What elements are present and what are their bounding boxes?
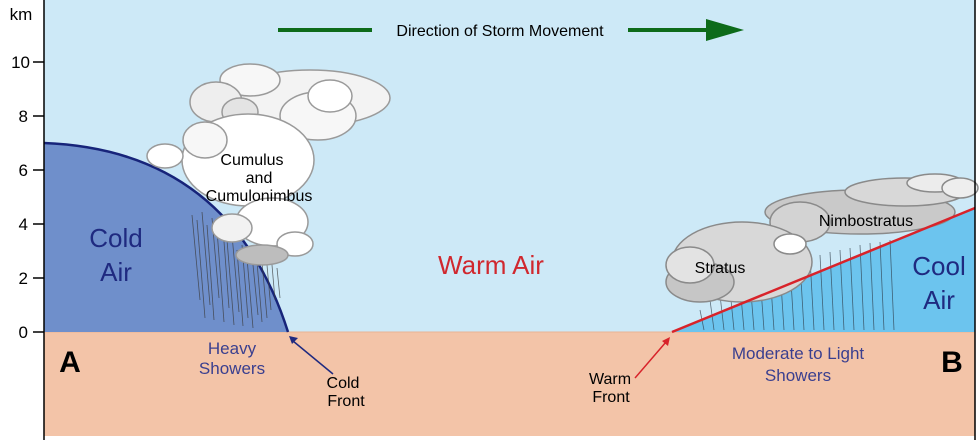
y-tick-6: 6 (19, 161, 28, 180)
warm-front-pointer-head (662, 337, 670, 346)
cold-air-label-line2: Air (100, 257, 132, 287)
cold-front-boundary (43, 141, 290, 333)
warm-front-label-line1: Warm (589, 371, 631, 388)
y-tick-2: 2 (19, 269, 28, 288)
y-tick-0: 0 (19, 323, 28, 342)
cumulus-label-line3: Cumulonimbus (206, 188, 313, 205)
nimbostratus-label: Nimbostratus (819, 213, 913, 230)
moderate-showers-label-line2: Showers (765, 366, 831, 385)
cold-air-label-line1: Cold (89, 223, 142, 253)
ground (44, 332, 975, 436)
cold-front-label-line1: Cold (327, 375, 360, 392)
y-axis-ticks (33, 61, 44, 333)
cumulonimbus-cloud (146, 63, 391, 266)
y-tick-10: 10 (11, 53, 30, 72)
point-b-label: B (941, 346, 963, 379)
warm-front-label-line2: Front (592, 389, 630, 406)
warm-air-label: Warm Air (438, 250, 544, 280)
point-a-label: A (59, 346, 81, 379)
direction-arrow-head (706, 19, 744, 41)
cold-front-pointer (292, 340, 334, 375)
heavy-showers-label-line1: Heavy (208, 339, 257, 358)
cumulus-label-line1: Cumulus (220, 152, 283, 169)
stratus-label: Stratus (695, 260, 746, 277)
cold-front-label-line2: Front (327, 393, 365, 410)
heavy-showers-label-line2: Showers (199, 359, 265, 378)
nimbostratus-cloud (665, 173, 979, 303)
cool-air-label-line2: Air (923, 285, 955, 315)
warm-front-boundary (671, 206, 976, 334)
warm-front-pointer (634, 341, 667, 379)
cold-front-pointer-head (289, 336, 298, 344)
y-tick-4: 4 (19, 215, 28, 234)
y-tick-8: 8 (19, 107, 28, 126)
y-axis-unit: km (10, 5, 33, 24)
moderate-showers-label-line1: Moderate to Light (732, 344, 865, 363)
direction-label: Direction of Storm Movement (396, 23, 604, 40)
cumulus-label-line2: and (246, 170, 273, 187)
cool-air-label-line1: Cool (912, 251, 965, 281)
